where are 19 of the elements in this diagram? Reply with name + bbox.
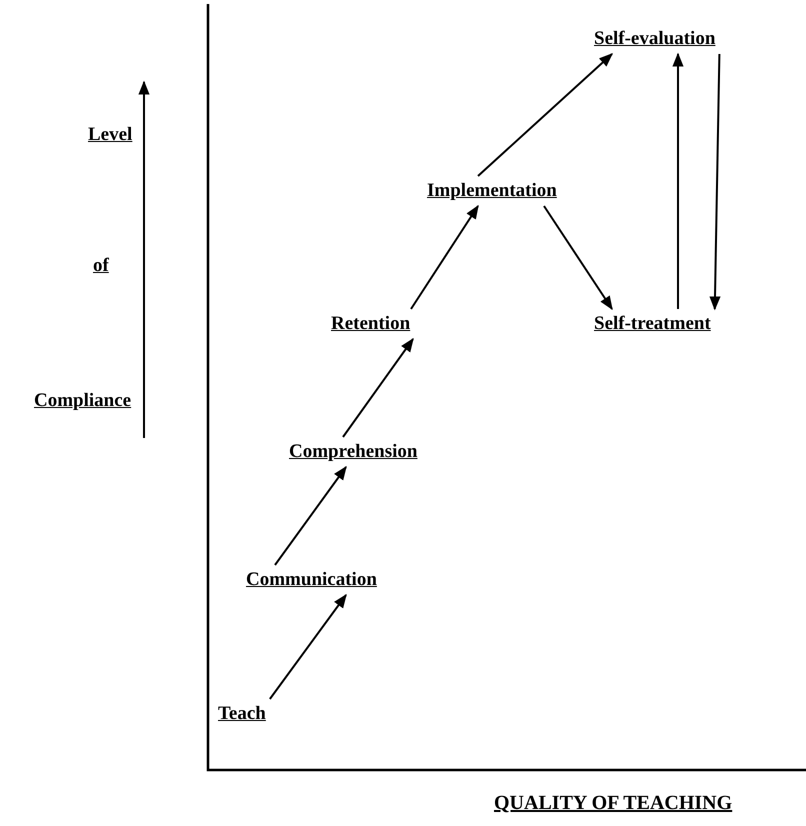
axis-title: QUALITY OF TEACHING <box>494 792 732 814</box>
arrow <box>709 54 721 310</box>
axis-label: Compliance <box>34 390 132 412</box>
arrow <box>672 52 684 309</box>
stage-label: Comprehension <box>289 441 418 463</box>
arrow <box>410 204 479 310</box>
stage-label: Communication <box>246 569 377 591</box>
arrow <box>543 205 613 310</box>
stage-label: Retention <box>331 313 410 335</box>
arrow <box>274 466 347 566</box>
axis-label: of <box>93 255 109 277</box>
stage-label: Teach <box>218 703 266 725</box>
arrow <box>477 53 614 177</box>
stage-label: Self-treatment <box>594 313 711 335</box>
axis-label: Level <box>88 124 132 146</box>
arrow <box>269 594 347 700</box>
arrow <box>342 338 414 438</box>
stage-label: Implementation <box>427 180 557 202</box>
stage-label: Self-evaluation <box>594 28 716 50</box>
